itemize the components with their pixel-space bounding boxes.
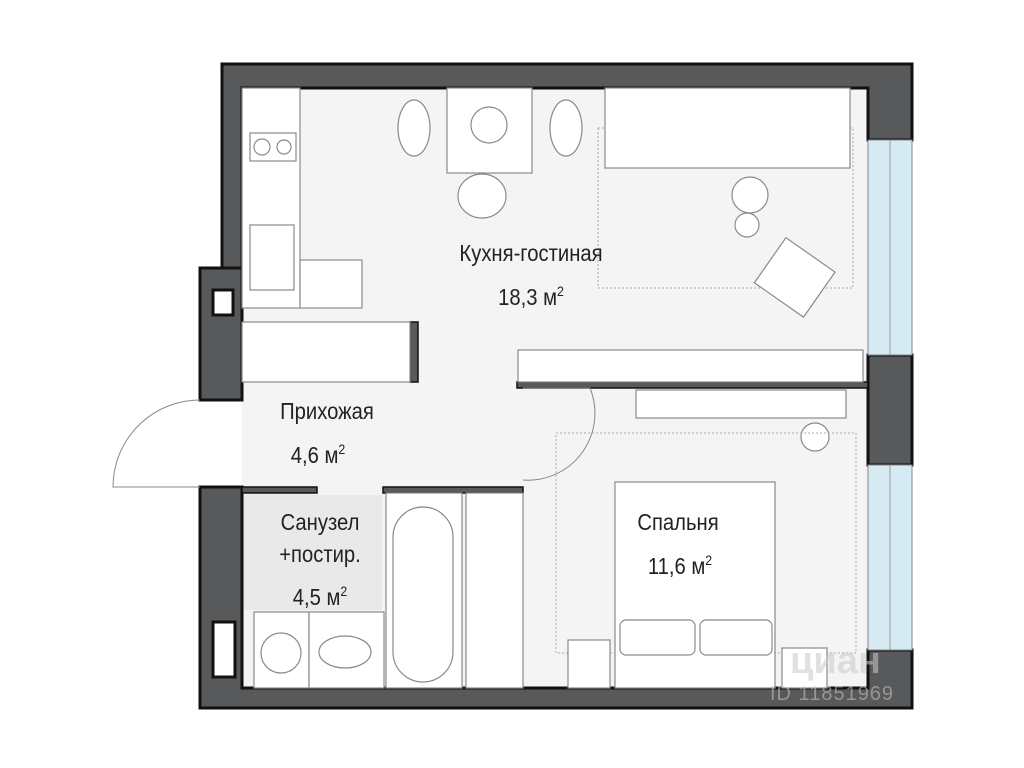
area-unit-sup: 2 <box>557 283 564 299</box>
room-area-bedroom: 11,6 м2 <box>648 553 712 578</box>
room-name-bedroom: Спальня <box>637 509 719 535</box>
entrance-door <box>112 399 201 488</box>
bed <box>567 481 828 689</box>
area-value: 4,5 м <box>292 584 341 610</box>
room-name-bathroom-laundry: +постир. <box>279 541 361 567</box>
interior-walls <box>241 321 869 494</box>
kitchen-units <box>241 87 411 383</box>
bathroom-fixtures <box>253 492 463 689</box>
area-unit-sup: 2 <box>705 552 713 568</box>
bedroom-door <box>522 387 596 481</box>
area-value: 4,6 м <box>290 442 339 468</box>
area-unit-sup: 2 <box>340 583 348 599</box>
dining-table <box>397 87 583 219</box>
room-name-bathroom: Санузел <box>280 509 360 535</box>
room-area-hallway: 4,6 м2 <box>291 442 346 467</box>
room-name-kitchen-living: Кухня-гостиная <box>459 240 603 266</box>
shaft-square <box>211 620 237 679</box>
room-name-hallway: Прихожая <box>280 398 374 424</box>
rug <box>597 127 854 289</box>
room-area-bathroom: 4,5 м2 <box>293 584 348 609</box>
area-unit-sup: 2 <box>338 441 346 457</box>
shaft-square <box>211 288 235 317</box>
bathroom-tile-floor <box>242 495 382 610</box>
sofa <box>604 87 851 318</box>
area-value: 11,6 м <box>647 553 706 579</box>
area-value: 18,3 м <box>498 284 558 310</box>
wardrobe <box>465 492 524 689</box>
room-area-kitchen-living: 18,3 м2 <box>498 284 564 309</box>
watermark-id: ID 11851969 <box>770 683 895 705</box>
watermark-logo: циан <box>790 640 881 682</box>
media-console <box>517 349 864 452</box>
